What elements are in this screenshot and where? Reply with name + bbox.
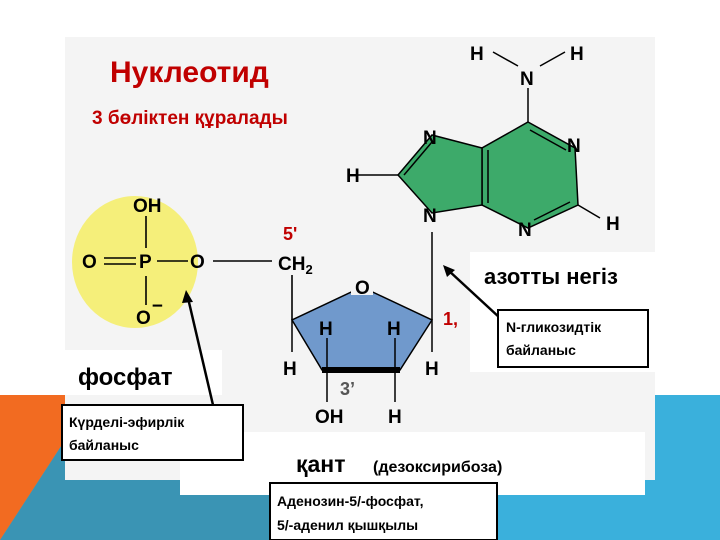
position-1-prime: , — [453, 309, 458, 329]
h-label: H — [470, 44, 484, 65]
position-1: 1, — [443, 309, 458, 329]
h-label: H — [319, 319, 333, 340]
p-label: P — [139, 252, 152, 273]
arrow-head-icon — [182, 290, 193, 303]
ring-o-label: O — [355, 278, 370, 299]
n-label: N — [520, 69, 534, 90]
sugar-label: қант — [296, 451, 345, 477]
arrow-head-icon — [443, 265, 455, 277]
o-label: O — [82, 252, 97, 273]
h-label: H — [388, 407, 402, 428]
base-label: азотты негіз — [484, 264, 618, 289]
o-background — [351, 277, 373, 295]
callout-text: байланыс — [69, 437, 139, 453]
phosphate-label: фосфат — [78, 364, 173, 391]
ch2-label: CH2 — [278, 254, 313, 277]
oh-label: OH — [315, 407, 344, 428]
h-label: H — [387, 319, 401, 340]
adenosine-callout — [269, 482, 498, 540]
title: Нуклеотид — [110, 56, 269, 89]
position-5-prime: ' — [293, 224, 297, 244]
phosphate-label-box — [65, 350, 222, 395]
callout-text: 5/-аденил қышқылы — [277, 517, 418, 533]
adenine-five-ring — [397, 134, 483, 214]
minus-label: − — [152, 296, 163, 317]
sugar-note: (дезоксирибоза) — [373, 459, 502, 476]
o-minus-label: O− — [136, 296, 163, 329]
h-label: H — [606, 214, 620, 235]
arrows — [186, 269, 501, 406]
h-label: H — [283, 359, 297, 380]
ester-callout — [61, 404, 244, 461]
position-5: 5' — [283, 224, 297, 244]
n-label: N — [423, 128, 437, 149]
glycosidic-callout — [497, 309, 649, 368]
n-label: N — [518, 220, 532, 241]
o-label: O — [190, 252, 205, 273]
callout-text: байланыс — [506, 342, 576, 358]
orange-triangle — [0, 395, 65, 540]
oh-label: OH — [133, 196, 162, 217]
callout-text: N-гликозидтік — [506, 319, 602, 335]
n-label: N — [567, 136, 581, 157]
h-label: H — [570, 44, 584, 65]
base-bonds — [403, 51, 601, 221]
n-label: N — [423, 206, 437, 227]
h-label: H — [346, 166, 360, 187]
callout-text: Аденозин-5/-фосфат, — [277, 493, 424, 509]
h-label: H — [425, 359, 439, 380]
sugar-bonds — [291, 174, 433, 402]
phosphate-bonds — [104, 216, 293, 320]
callout-text: Күрделі-эфирлік — [69, 414, 185, 430]
position-3: 3’ — [340, 379, 355, 399]
subtitle: 3 бөліктен құралады — [92, 108, 288, 129]
phosphate-group — [72, 196, 198, 328]
